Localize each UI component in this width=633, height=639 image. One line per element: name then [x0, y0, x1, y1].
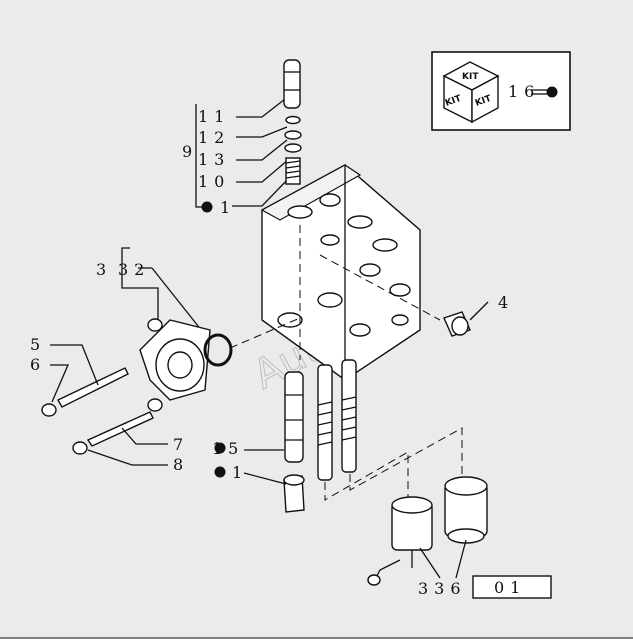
callout-9: 9: [182, 142, 198, 161]
solenoid-left: [367, 496, 433, 586]
callout-4: 4: [498, 293, 514, 312]
spring-10: [285, 157, 301, 185]
bolt-5: [57, 367, 129, 408]
oring-13: [284, 130, 302, 140]
kit-panel: KIT KIT KIT 16: [431, 51, 571, 131]
spool-15: [284, 371, 304, 463]
kit-bullet-icon: [546, 86, 558, 98]
kit-ref-number: 16: [508, 82, 540, 101]
washer: [284, 143, 302, 153]
plunger-11: [283, 59, 301, 109]
callout-10: 10: [198, 172, 230, 191]
seal-12: [285, 115, 301, 125]
callout-336: 336: [418, 579, 467, 598]
plug-bottom: [283, 474, 305, 513]
washer-8: [72, 441, 88, 455]
callout-12: 12: [198, 128, 230, 147]
end-cover: [139, 318, 211, 412]
callout-32: 32: [118, 260, 150, 279]
callout-7: 7: [173, 435, 189, 454]
spool-spring-left: [317, 364, 333, 481]
callout-3: 3: [96, 260, 112, 279]
callout-8: 8: [173, 455, 189, 474]
ref-box: [472, 575, 552, 599]
spool-spring-right: [341, 359, 357, 473]
callout-6: 6: [30, 355, 46, 374]
oring-cover: [203, 333, 233, 367]
bullet-icon: [214, 442, 226, 454]
bullet-icon: [214, 466, 226, 478]
bullet-icon: [201, 201, 213, 213]
callout-15: 15: [212, 439, 244, 458]
solenoid-right: [444, 476, 488, 544]
valve-body: [260, 164, 421, 381]
callout-1-bottom: 1: [232, 463, 248, 482]
plug-4: [443, 311, 471, 337]
ref-box-number: 01: [494, 578, 526, 597]
bolt-7: [86, 411, 154, 447]
callout-5: 5: [30, 335, 46, 354]
kit-cube-icon: KIT KIT KIT: [442, 61, 500, 124]
washer-6: [41, 403, 57, 417]
kit-word-top: KIT: [462, 72, 479, 82]
callout-11: 11: [198, 107, 230, 126]
callout-13: 13: [198, 150, 230, 169]
callout-1-top: 1: [220, 198, 236, 217]
